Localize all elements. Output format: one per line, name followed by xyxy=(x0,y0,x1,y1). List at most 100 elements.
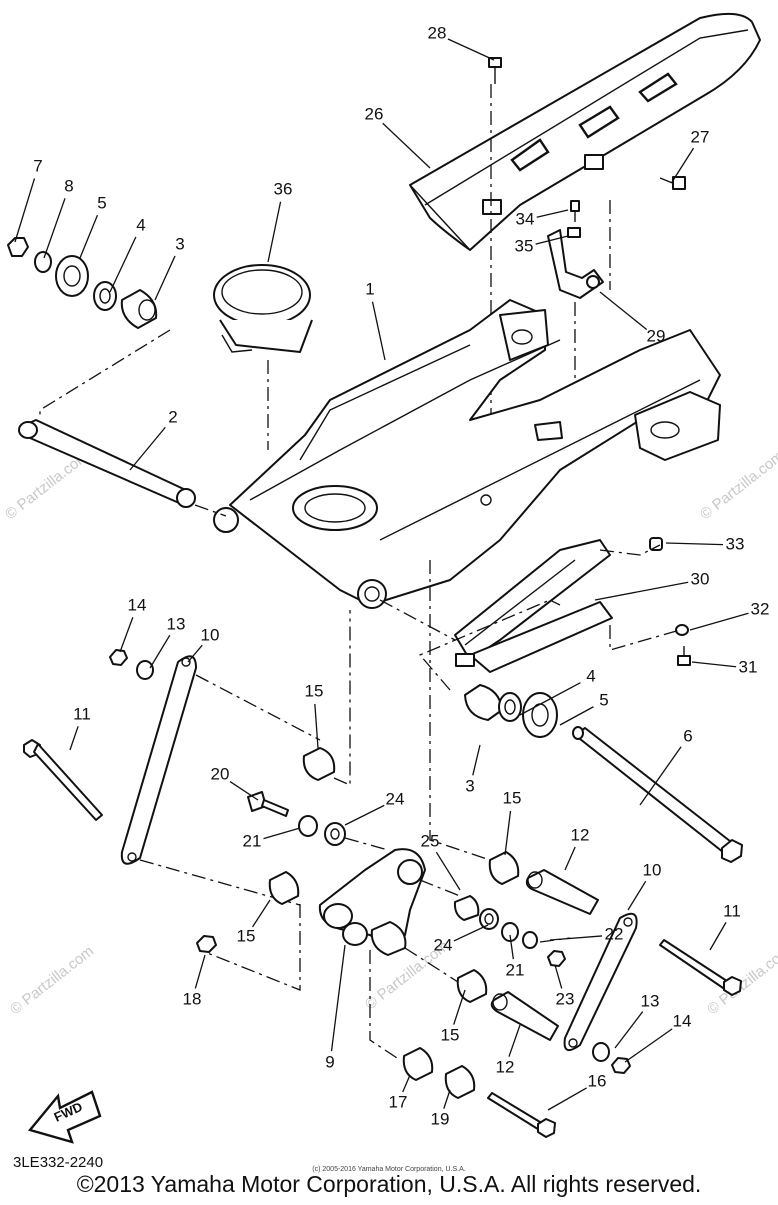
collar-19 xyxy=(444,1065,476,1099)
callout-number-30: 30 xyxy=(691,569,710,588)
bolt-28 xyxy=(488,57,502,84)
callout-number-5: 5 xyxy=(97,193,106,212)
callout-number-6: 6 xyxy=(683,726,692,745)
callout-number-10: 10 xyxy=(643,860,662,879)
callout-number-33: 33 xyxy=(726,534,745,553)
pivot-parts-right xyxy=(464,684,558,738)
collar-25 xyxy=(453,895,480,921)
swing-arm xyxy=(213,299,721,609)
chain-guide-30 xyxy=(454,539,613,673)
washer-24-a xyxy=(324,822,346,846)
leader-15b-dash xyxy=(429,560,491,861)
callout-leader-22 xyxy=(549,935,603,941)
leader-2-dash xyxy=(194,504,227,517)
callout-leader-21 xyxy=(263,827,301,840)
callout-number-12: 12 xyxy=(571,825,590,844)
callout-leader-33 xyxy=(665,542,724,546)
leader-swingarm-dash xyxy=(379,599,456,641)
collar-15-a xyxy=(302,747,336,781)
callout-leader-12 xyxy=(564,846,576,871)
callout-leader-18 xyxy=(194,954,206,989)
callout-leader-26 xyxy=(382,122,431,169)
callout-leader-5 xyxy=(559,706,594,726)
callout-leader-10 xyxy=(187,644,203,663)
callout-leaders xyxy=(14,38,749,1111)
callout-number-18: 18 xyxy=(183,989,202,1008)
collar-15-b xyxy=(488,851,520,885)
callout-leader-7 xyxy=(14,178,36,243)
callout-leader-14 xyxy=(119,617,134,653)
small-copyright: (c) 2005-2016 Yamaha Motor Corporation, … xyxy=(312,1166,465,1173)
callout-number-12: 12 xyxy=(496,1057,515,1076)
bolt-11-right xyxy=(659,939,742,996)
callout-number-36: 36 xyxy=(274,179,293,198)
callout-leader-36 xyxy=(267,201,282,263)
callout-leader-21 xyxy=(509,934,514,960)
callout-leader-3 xyxy=(154,255,176,301)
callout-number-25: 25 xyxy=(421,831,440,850)
part-32-washer xyxy=(675,624,689,636)
callout-number-19: 19 xyxy=(431,1109,450,1128)
watermark-bottom-left: © Partzilla.com xyxy=(7,943,97,1019)
collar-15-d xyxy=(456,969,488,1003)
callout-number-21: 21 xyxy=(506,960,525,979)
bracket-29 xyxy=(547,200,604,299)
collar-12-b xyxy=(490,991,559,1041)
callout-number-15: 15 xyxy=(305,681,324,700)
diagram-code: 3LE332-2240 xyxy=(13,1154,103,1171)
washer-22 xyxy=(522,931,538,949)
callout-number-21: 21 xyxy=(243,831,262,850)
callout-leader-15 xyxy=(453,989,466,1025)
copyright-notice: ©2013 Yamaha Motor Corporation, U.S.A. A… xyxy=(77,1171,702,1197)
chain-case xyxy=(409,12,761,251)
washer-13-left xyxy=(136,660,154,680)
part-31-screw xyxy=(677,646,691,666)
callout-number-8: 8 xyxy=(64,176,73,195)
part-33-plug xyxy=(649,537,663,551)
callout-number-15: 15 xyxy=(441,1025,460,1044)
bolt-20 xyxy=(247,791,289,817)
callout-leader-28 xyxy=(447,38,495,61)
callout-leader-14 xyxy=(624,1028,673,1063)
callout-leader-25 xyxy=(435,851,461,891)
callout-number-31: 31 xyxy=(739,657,758,676)
leader-24-dash xyxy=(344,837,389,851)
callout-number-4: 4 xyxy=(586,666,595,685)
callout-number-35: 35 xyxy=(515,236,534,255)
leader-15a-dash xyxy=(333,610,351,786)
callout-number-5: 5 xyxy=(599,690,608,709)
watermark-right: © Partzilla.com xyxy=(697,448,778,524)
collar-17 xyxy=(402,1047,434,1081)
nut-18 xyxy=(196,935,217,953)
collar-15-c xyxy=(268,871,300,905)
callout-leader-32 xyxy=(689,612,749,631)
callout-number-16: 16 xyxy=(588,1071,607,1090)
callout-number-28: 28 xyxy=(428,23,447,42)
callout-number-13: 13 xyxy=(167,614,186,633)
callout-number-26: 26 xyxy=(365,104,384,123)
callout-number-23: 23 xyxy=(556,989,575,1008)
pivot-parts-left xyxy=(7,237,158,329)
leader-10-dash xyxy=(195,674,321,741)
callout-number-4: 4 xyxy=(136,215,145,234)
callout-leader-10 xyxy=(627,880,647,911)
leader-right-dash xyxy=(418,599,561,691)
callout-number-15: 15 xyxy=(503,788,522,807)
callout-leader-5 xyxy=(79,214,99,259)
callout-leader-31 xyxy=(691,661,737,668)
callout-leader-1 xyxy=(371,301,386,361)
callout-number-9: 9 xyxy=(325,1052,334,1071)
callout-leader-24 xyxy=(344,804,385,826)
callout-number-10: 10 xyxy=(201,625,220,644)
callout-leader-35 xyxy=(535,235,569,245)
callout-number-14: 14 xyxy=(128,595,147,614)
callout-leader-16 xyxy=(547,1087,587,1111)
callout-number-15: 15 xyxy=(237,926,256,945)
callout-labels: 1233445567891010111112121313141415151515… xyxy=(33,23,769,1128)
callout-leader-2 xyxy=(129,426,166,471)
callout-leader-4 xyxy=(109,236,137,293)
callout-leader-13 xyxy=(614,1011,644,1049)
callout-number-13: 13 xyxy=(641,991,660,1010)
